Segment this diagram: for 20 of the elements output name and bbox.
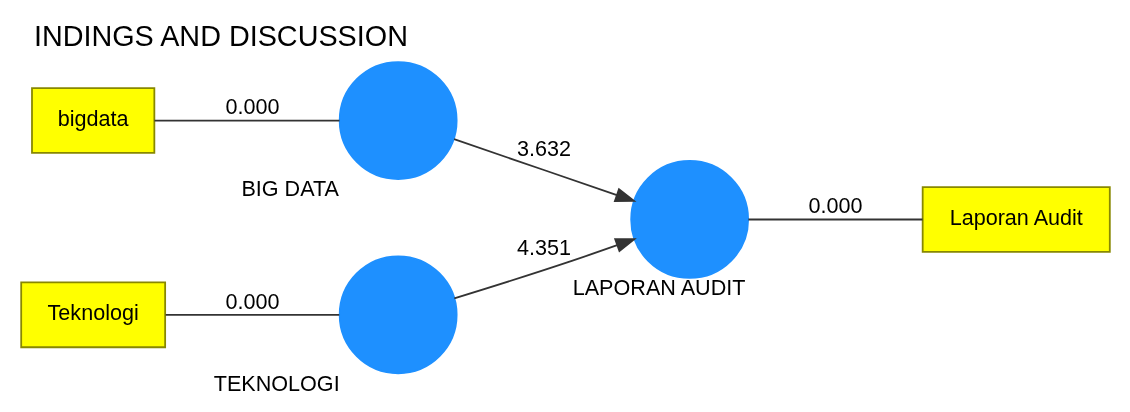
diagram-title: INDINGS AND DISCUSSION [33, 19, 408, 52]
arrow [452, 238, 637, 300]
connector [164, 313, 340, 316]
node-circle [338, 255, 458, 375]
node-label: LAPORAN AUDIT [572, 275, 745, 301]
node-label: BIG DATA [240, 176, 339, 202]
node-circle [338, 61, 458, 180]
connector [747, 218, 923, 221]
node-box: bigdata [30, 87, 155, 154]
node-box: Laporan Audit [921, 186, 1111, 253]
node-circle [629, 160, 749, 279]
arrow [452, 138, 637, 202]
edge-label: 4.351 [516, 234, 571, 260]
edge-label: 3.632 [516, 135, 571, 161]
edge-label: 0.000 [807, 193, 862, 219]
edge-label: 0.000 [224, 94, 279, 120]
node-box: Teknologi [19, 281, 166, 349]
node-label: TEKNOLOGI [213, 370, 340, 396]
edge-label: 0.000 [224, 288, 279, 314]
connector [153, 119, 340, 122]
